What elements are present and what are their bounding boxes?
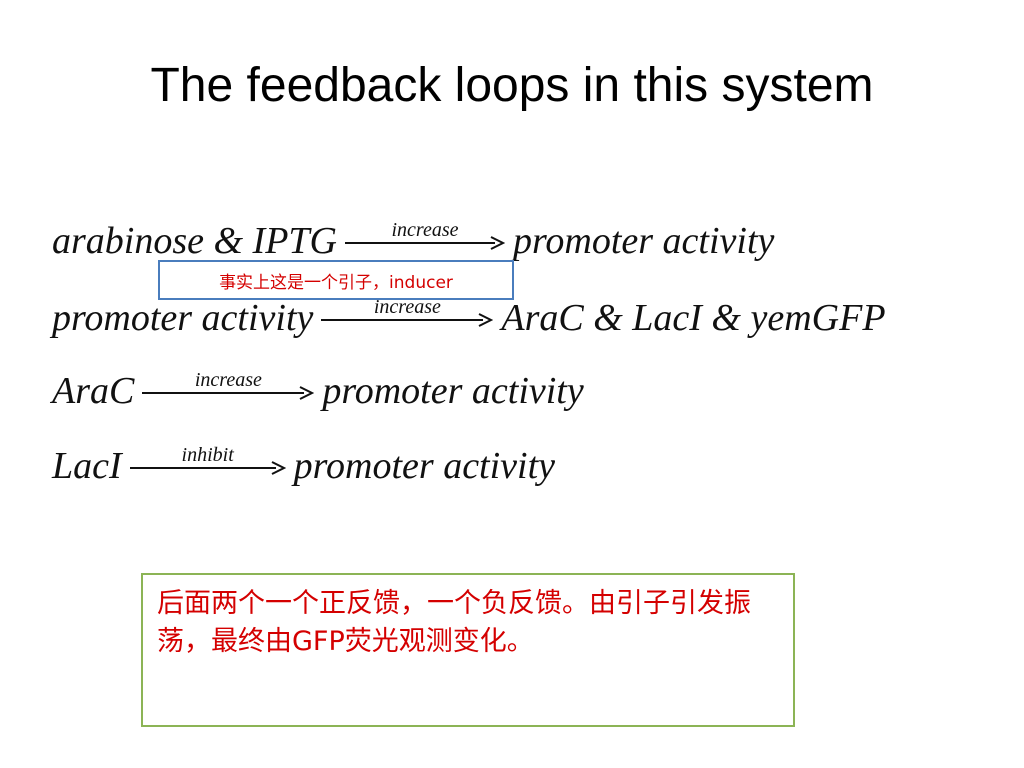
reaction-input: arabinose & IPTG (52, 220, 337, 262)
arrow-right-icon: increase (142, 369, 315, 410)
reaction-input: AraC (52, 370, 135, 412)
arrow-label: increase (194, 369, 262, 391)
reaction-input: promoter activity (52, 297, 314, 339)
reaction-output: AraC & LacI & yemGFP (501, 297, 886, 339)
arrow-label: inhibit (181, 444, 234, 466)
reaction-input: LacI (52, 445, 122, 487)
arrow-label: increase (373, 296, 441, 318)
reaction-row: arabinose & IPTG increase promoter activ… (52, 210, 774, 260)
reaction-output: promoter activity (293, 445, 556, 487)
reaction-row: LacI inhibit promoter activity (52, 435, 555, 485)
inducer-note: 事实上这是一个引子，inducer (158, 260, 514, 300)
summary-note: 后面两个一个正反馈，一个负反馈。由引子引发振荡，最终由GFP荧光观测变化。 (141, 573, 795, 727)
arrow-right-icon: increase (321, 296, 494, 337)
reaction-output: promoter activity (322, 370, 584, 412)
reaction-row: AraC increase promoter activity (52, 360, 584, 410)
slide-title: The feedback loops in this system (150, 59, 874, 112)
arrow-right-icon: inhibit (129, 444, 286, 485)
reaction-output: promoter activity (513, 220, 775, 262)
reaction-row: promoter activity increase AraC & LacI &… (52, 287, 886, 337)
arrow-right-icon: increase (345, 220, 505, 260)
arrow-label: increase (391, 219, 459, 241)
